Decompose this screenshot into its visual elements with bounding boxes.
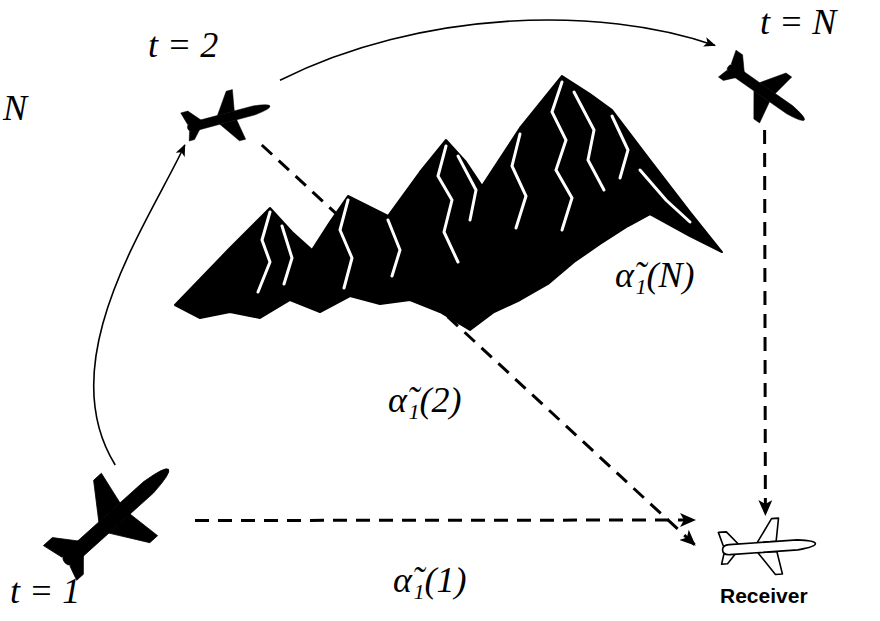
transmitter-aircraft: t = 1 [5,465,195,615]
airplane-icon [700,517,835,577]
airplane-icon [715,55,815,130]
channel-arrow [195,519,695,523]
airplane-icon [175,90,280,145]
receiver-aircraft: Receiver [695,515,855,615]
trajectory-arrow [94,145,185,465]
time-label: t = N [760,2,836,43]
mountains [175,76,722,330]
channel-arrow [763,130,767,515]
transmitter-aircraft: t = 2 [140,25,280,145]
receiver-label: Receiver [720,583,808,608]
channel-gain-label: α̃₁(2) [385,380,464,421]
time-label: t = 1 [10,571,80,612]
time-label: t = 2 [148,25,218,66]
channel-gain-label: α̃₁(1) [390,560,469,601]
airplane-icon [40,465,190,570]
channel-arrow [262,145,695,545]
transmitter-aircraft: t = N [715,0,875,130]
channel-gain-label: α̃₁(N) [612,255,697,296]
stray-label: N [3,88,27,129]
trajectory-arrow [280,20,715,80]
